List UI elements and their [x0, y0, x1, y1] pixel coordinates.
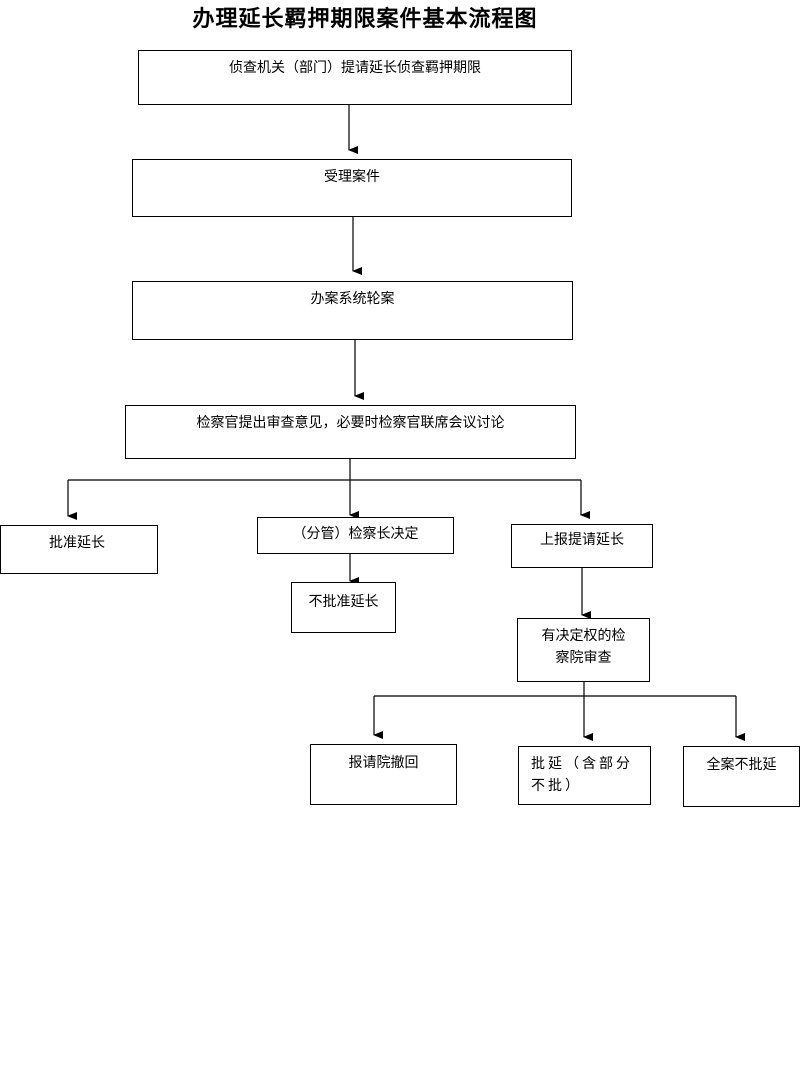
- node-reject-all: 全案不批延: [683, 746, 800, 807]
- node-withdraw: 报请院撤回: [310, 744, 457, 805]
- node-reject: 不批准延长: [291, 582, 396, 633]
- diagram-title: 办理延长羁押期限案件基本流程图: [192, 6, 538, 32]
- node-higher-review: 有决定权的检察院审查: [517, 618, 650, 682]
- node-report: 上报提请延长: [511, 524, 653, 568]
- node-assign: 办案系统轮案: [132, 281, 573, 340]
- node-accept: 受理案件: [132, 159, 572, 217]
- node-partial: 批延（含部分不批）: [518, 746, 651, 805]
- node-decide: （分管）检察长决定: [257, 517, 454, 554]
- node-approve: 批准延长: [0, 525, 158, 574]
- node-request: 侦查机关（部门）提请延长侦查羁押期限: [138, 50, 572, 105]
- node-review: 检察官提出审查意见，必要时检察官联席会议讨论: [125, 405, 576, 459]
